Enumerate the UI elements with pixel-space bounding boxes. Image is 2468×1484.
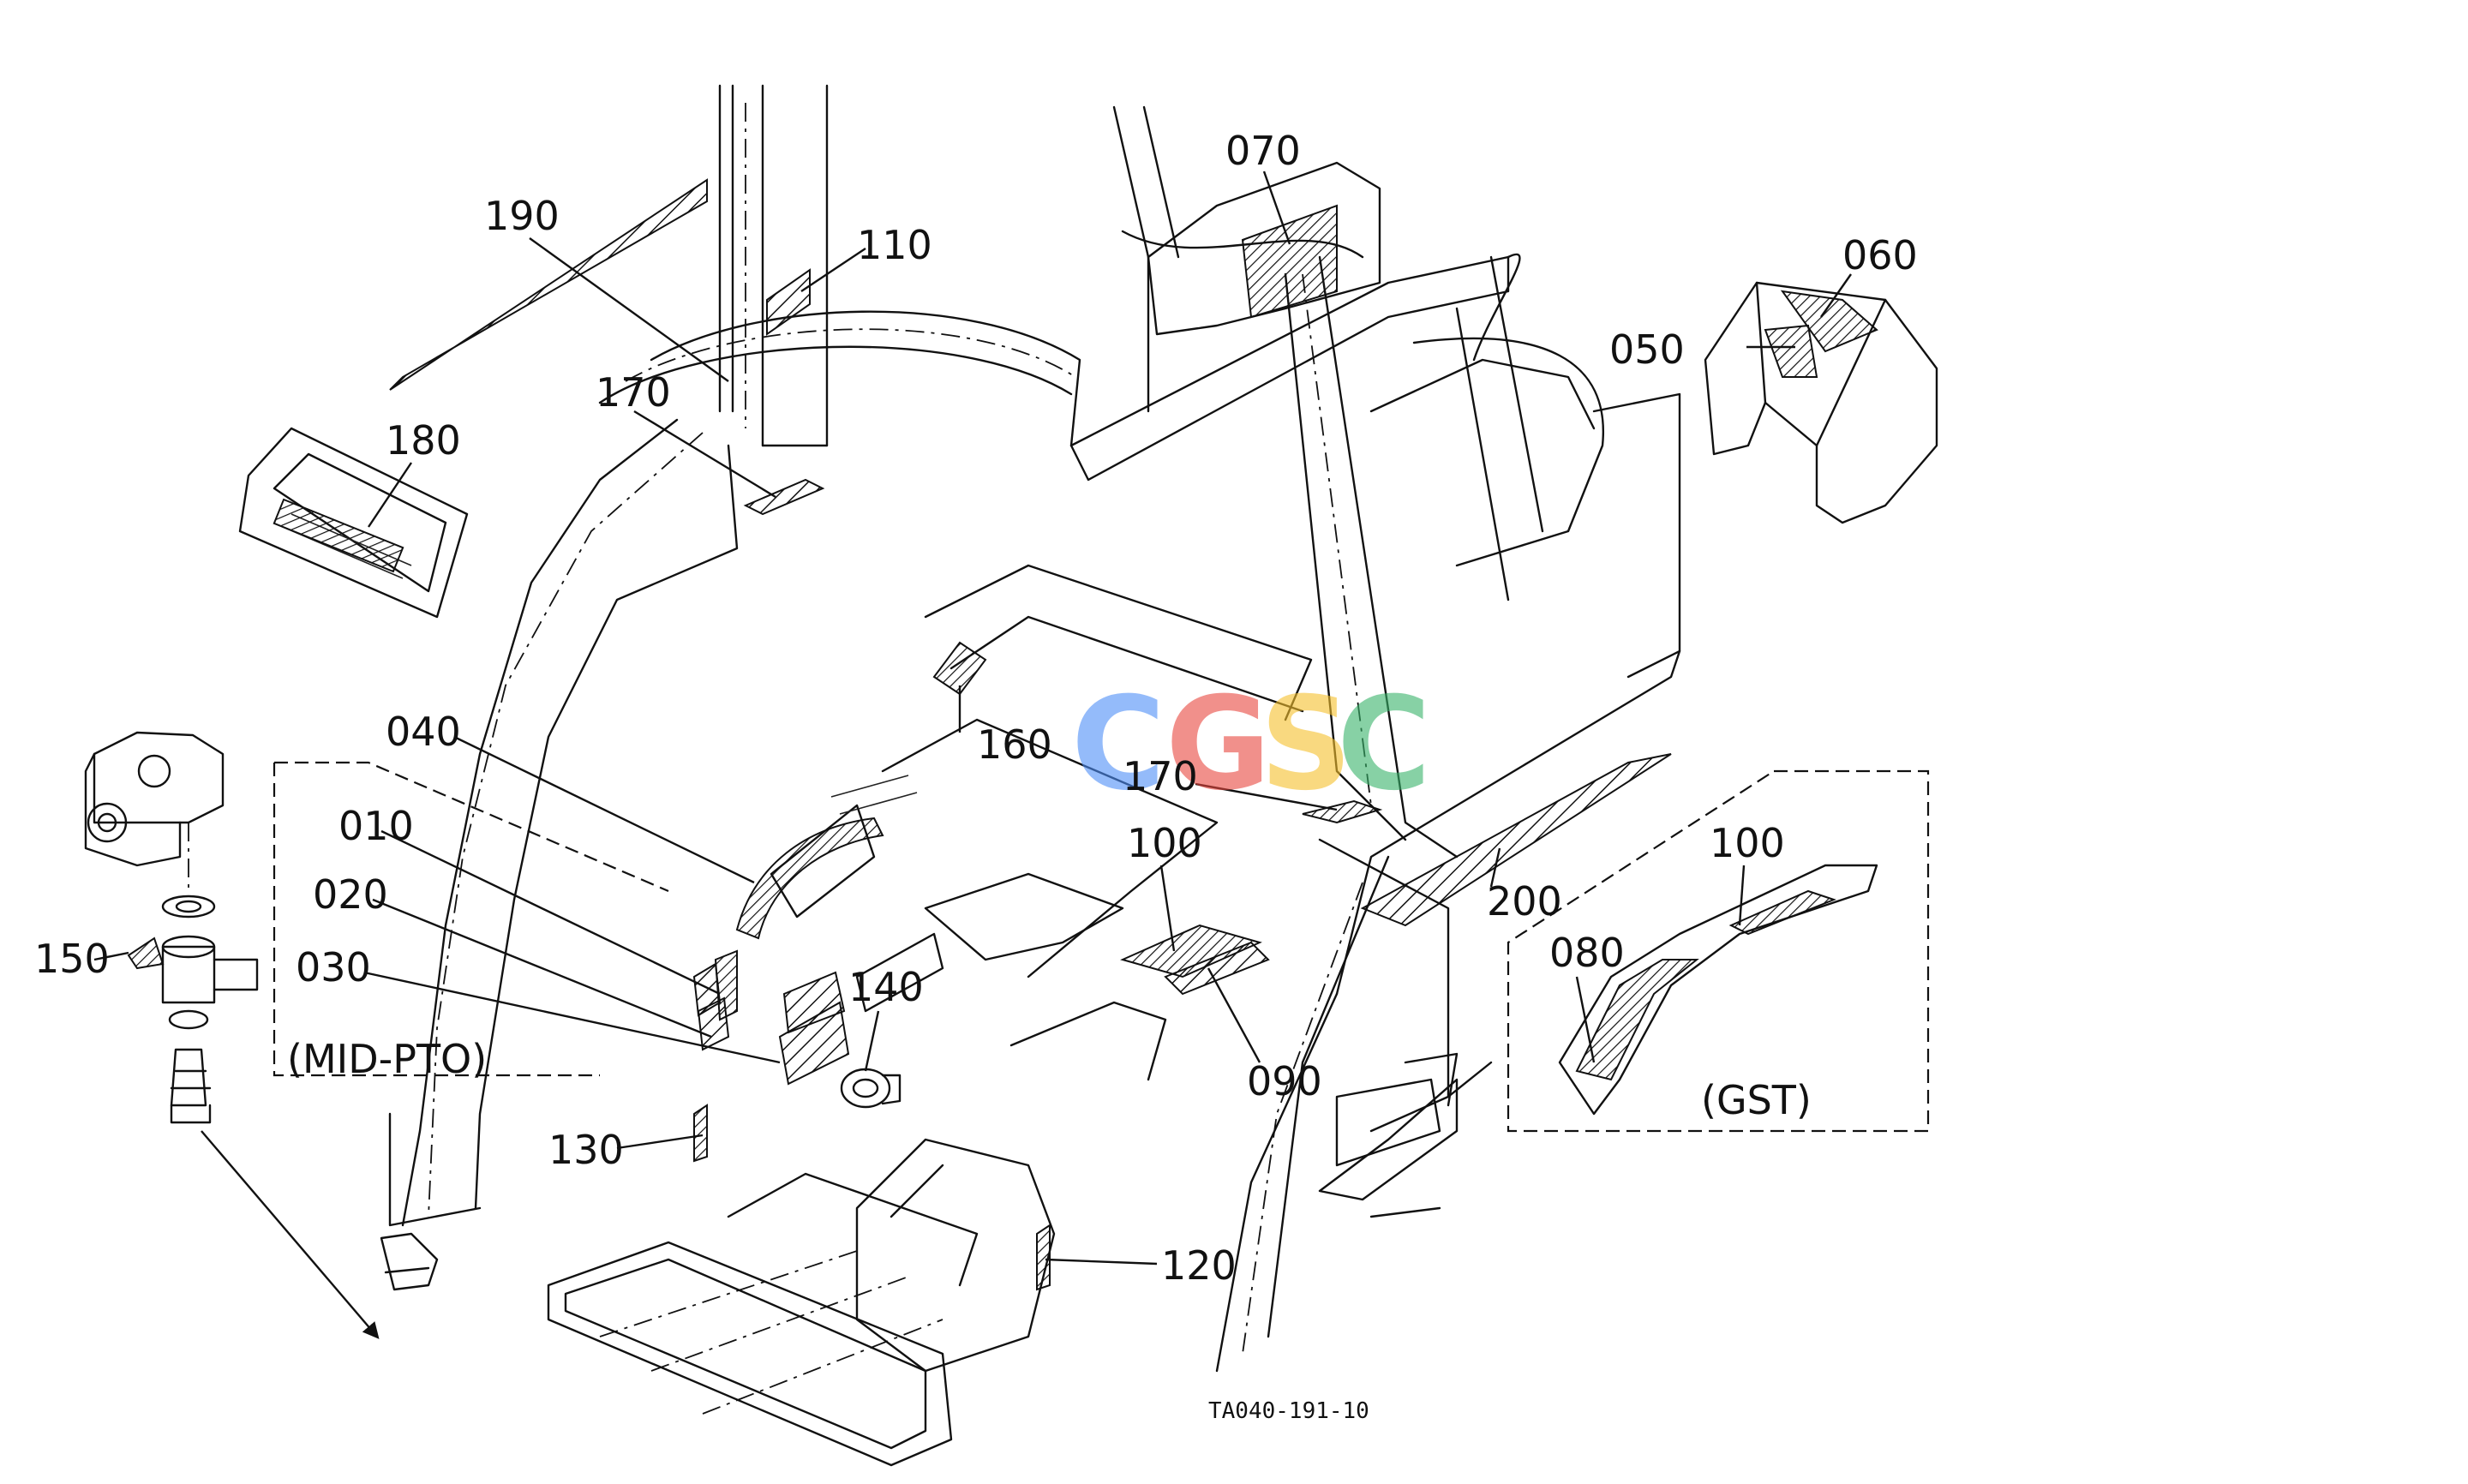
- label-090: 090: [1247, 1058, 1322, 1104]
- label-gst: (GST): [1701, 1077, 1812, 1123]
- rops-crossbar: [1069, 253, 1521, 482]
- decal-190: [389, 178, 708, 391]
- label-100-center: 100: [1127, 820, 1202, 866]
- label-100-gst: 100: [1710, 820, 1785, 866]
- label-140: 140: [848, 964, 924, 1010]
- decal-130: [693, 1104, 708, 1163]
- decal-170-upper: [743, 478, 825, 516]
- drawing-number: TA040-191-10: [1208, 1398, 1369, 1424]
- leader-lines: [93, 171, 1852, 1266]
- decal-110: [766, 268, 811, 336]
- footrest-frame: [547, 1172, 979, 1467]
- knob-140: [840, 1068, 902, 1109]
- valve-assembly: [84, 731, 380, 1339]
- label-120: 120: [1161, 1242, 1237, 1289]
- gst-inset-box: [1507, 769, 1930, 1133]
- label-190: 190: [484, 193, 560, 239]
- decal-070: [1147, 161, 1381, 336]
- label-170-upper: 170: [596, 369, 671, 416]
- seat-support: [855, 1138, 1056, 1373]
- label-030: 030: [296, 944, 371, 990]
- label-180: 180: [386, 417, 461, 464]
- decal-040: [735, 775, 918, 940]
- mid-pto-inset-box: [273, 761, 669, 1077]
- shield-060-050: [1704, 281, 1938, 524]
- gst-lever-panel: [1558, 864, 1878, 1116]
- label-130: 130: [548, 1127, 624, 1173]
- fender-right: [1121, 230, 1681, 1373]
- decal-150: [127, 936, 165, 970]
- rops-left-post: [718, 84, 829, 447]
- label-040: 040: [386, 709, 461, 755]
- small-bracket: [380, 1232, 439, 1291]
- watermark-letter-3: S: [1260, 670, 1352, 819]
- decal-170-lower: [1302, 799, 1383, 824]
- label-160: 160: [977, 721, 1052, 768]
- decal-180: [238, 427, 469, 619]
- watermark: C G S C: [1071, 670, 1431, 819]
- label-200: 200: [1487, 878, 1562, 925]
- watermark-letter-1: C: [1071, 670, 1165, 819]
- part-labels: 190 110 070 060 050 170 180 160 170 040 …: [34, 128, 1918, 1424]
- label-170-lower: 170: [1123, 753, 1198, 799]
- label-150: 150: [34, 936, 110, 982]
- label-070: 070: [1225, 128, 1301, 174]
- watermark-letter-2: G: [1165, 670, 1271, 819]
- watermark-letter-4: C: [1337, 670, 1431, 819]
- decal-120: [1036, 1224, 1051, 1291]
- decal-160: [932, 641, 987, 696]
- label-060: 060: [1842, 232, 1918, 278]
- step-plate: [1318, 1061, 1493, 1201]
- decal-020b: [714, 949, 738, 1021]
- label-020: 020: [313, 871, 388, 918]
- label-110: 110: [857, 222, 932, 268]
- label-080: 080: [1549, 930, 1625, 976]
- label-mid-pto: (MID-PTO): [287, 1036, 487, 1082]
- fender-left: [388, 310, 1081, 1227]
- label-050: 050: [1609, 326, 1685, 373]
- operator-platform: [770, 564, 1459, 1218]
- label-010: 010: [338, 803, 414, 849]
- decal-100-090: [1120, 924, 1270, 996]
- decal-030b: [782, 971, 846, 1034]
- decal-200: [1360, 753, 1672, 927]
